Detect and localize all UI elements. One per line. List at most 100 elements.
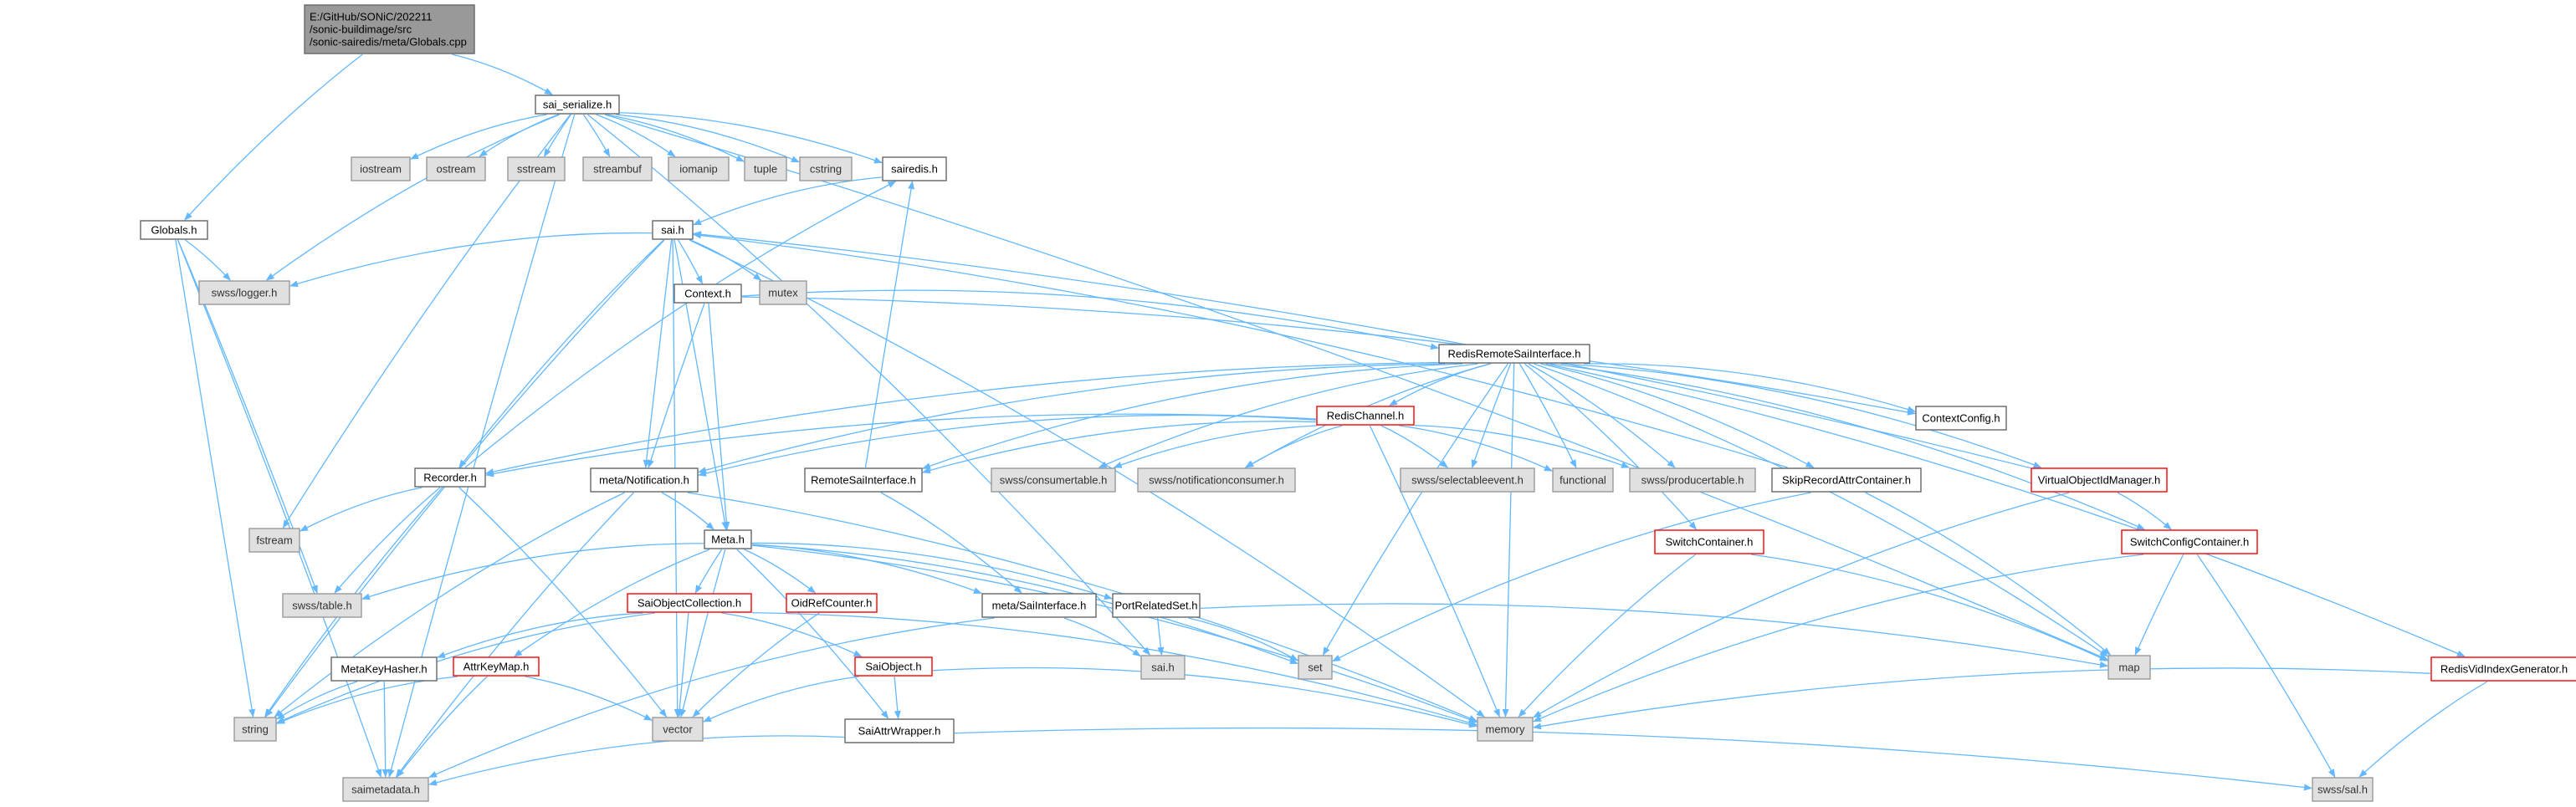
edge-portrelated-to-map [1200,603,2108,668]
edge-switchconfig-to-memory [1533,554,2144,723]
edge-switchcontainer-to-memory [1518,554,1697,718]
node-box [844,718,955,743]
edge-redisremote-to-producertable [1528,363,1676,468]
node-box [248,528,300,553]
node-label: VirtualObjectIdManager.h [2038,474,2160,487]
edge-redischannel-to-memory [1369,425,1500,718]
edge-meta-to-saiattrwrapper [736,549,889,719]
edge-remotesai-to-sairedis [864,181,914,468]
node-redischannel[interactable]: RedisChannel.h [1316,406,1415,426]
node-recorder[interactable]: Recorder.h [414,467,486,488]
node-label: swss/selectableevent.h [1411,474,1524,487]
node-selectableevent[interactable]: swss/selectableevent.h [1400,467,1535,493]
node-ostream[interactable]: ostream [426,156,486,181]
node-switchconfig[interactable]: SwitchConfigContainer.h [2121,529,2258,554]
node-label: RemoteSaiInterface.h [811,474,916,487]
node-box [1552,467,1614,493]
node-notifconsumer[interactable]: swss/notificationconsumer.h [1137,467,1296,493]
node-string[interactable]: string [233,717,277,742]
node-saiobjcoll[interactable]: SaiObjectCollection.h [627,593,752,613]
node-label: tuple [754,163,777,176]
node-iostream[interactable]: iostream [351,156,411,181]
node-metakeyhasher[interactable]: MetaKeyHasher.h [330,656,438,682]
node-portrelated[interactable]: PortRelatedSet.h [1112,593,1201,618]
node-context[interactable]: Context.h [673,283,742,304]
node-tuple[interactable]: tuple [744,156,787,181]
node-switchcontainer[interactable]: SwitchContainer.h [1654,529,1764,554]
node-label: MetaKeyHasher.h [341,663,427,676]
node-map[interactable]: map [2107,655,2151,680]
node-sairedis[interactable]: sairedis.h [882,156,947,181]
node-label: sai.h [661,224,684,237]
edge-globals-to-string [175,239,256,718]
node-box [1140,655,1186,680]
node-box [582,156,653,181]
node-sstream[interactable]: sstream [507,156,566,181]
node-set[interactable]: set [1298,655,1333,680]
edge-switchcontainer-to-map [1751,554,2108,661]
edge-portrelated-to-set [1188,617,1298,661]
node-logger[interactable]: swss/logger.h [198,280,290,305]
node-box [981,593,1097,618]
node-iomanip[interactable]: iomanip [668,156,730,181]
edge-metasai-to-sai_ext [1063,617,1141,657]
node-producertable[interactable]: swss/producertable.h [1629,467,1756,493]
node-swsssai[interactable]: swss/sal.h [2312,777,2374,802]
node-redisvid[interactable]: RedisVidIndexGenerator.h [2430,656,2576,682]
node-metasai[interactable]: meta/SaiInterface.h [981,593,1097,618]
node-label: iostream [360,163,402,176]
edge-sai_serialize-to-sairedis [619,112,883,164]
node-virtualobj[interactable]: VirtualObjectIdManager.h [2031,467,2168,493]
node-meta[interactable]: Meta.h [704,529,752,549]
node-label: swss/producertable.h [1641,474,1744,487]
node-saimetadata[interactable]: saimetadata.h [342,777,429,802]
node-label: /sonic-sairedis/meta/Globals.cpp [310,36,467,49]
edge-redisremote-to-consumertable [1098,363,1478,468]
node-box [453,656,540,677]
node-globals[interactable]: Globals.h [140,220,208,240]
edge-metakeyhasher-to-string [276,681,358,720]
edge-redisremote-to-switchconfig [1549,363,2146,530]
edge-attrkeymap-to-vector [525,676,653,721]
node-contextconfig[interactable]: ContextConfig.h [1915,406,2007,431]
edge-redischannel-to-remotesai [922,421,1317,474]
node-tstream[interactable]: fstream [248,528,300,553]
node-box [744,156,787,181]
node-sai_h[interactable]: sai.h [652,220,694,240]
node-label: swss/consumertable.h [1000,474,1108,487]
node-notification[interactable]: meta/Notification.h [590,467,699,493]
node-memory[interactable]: memory [1477,717,1534,742]
edge-sai_serialize-to-ostream [479,114,559,157]
node-swsstable[interactable]: swss/table.h [282,593,362,618]
edge-attrkeymap-to-string [276,676,458,724]
node-label: ostream [437,163,476,176]
edge-redischannel-to-notifconsumer [1244,425,1343,468]
edge-sai_serialize-to-map [604,114,2108,661]
node-mutex[interactable]: mutex [759,280,807,305]
node-saiattrwrapper[interactable]: SaiAttrWrapper.h [844,718,955,743]
node-remotesai[interactable]: RemoteSaiInterface.h [804,467,923,493]
edge-saiobjcoll-to-string [276,612,655,724]
node-saiobject[interactable]: SaiObject.h [854,656,933,677]
node-oidref[interactable]: OidRefCounter.h [786,593,878,613]
edge-redischannel-to-producertable [1414,424,1630,468]
node-consumertable[interactable]: swss/consumertable.h [991,467,1116,493]
node-root[interactable]: E:/GitHub/SONiC/202211/sonic-buildimage/… [304,4,475,54]
node-skiprecord[interactable]: SkipRecordAttrContainer.h [1771,467,1922,493]
node-label: SaiObject.h [865,661,921,673]
node-attrkeymap[interactable]: AttrKeyMap.h [453,656,540,677]
node-streambuf[interactable]: streambuf [582,156,653,181]
edge-redischannel-to-selectableevent [1380,425,1449,468]
edge-sai_h-to-meta [673,239,729,530]
node-cstring[interactable]: cstring [799,156,853,181]
node-label: E:/GitHub/SONiC/202211 [310,11,432,23]
edge-redisremote-to-redisvid [1545,363,2466,657]
node-vector[interactable]: vector [652,717,704,742]
node-sai_ext[interactable]: sai.h [1140,655,1186,680]
node-functional[interactable]: functional [1552,467,1614,493]
node-sai_serialize[interactable]: sai_serialize.h [535,94,620,115]
edge-sai_h-to-recorder [458,239,664,468]
node-label: RedisVidIndexGenerator.h [2440,663,2568,676]
node-redisremote[interactable]: RedisRemoteSaiInterface.h [1438,344,1590,364]
node-box [426,156,486,181]
